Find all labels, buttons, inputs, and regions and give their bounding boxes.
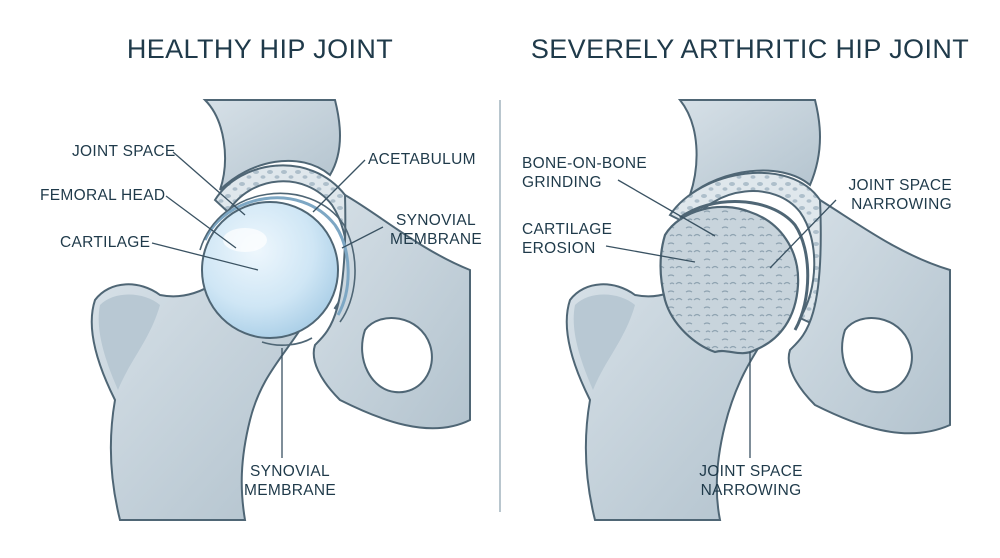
arthritic-joint-space [679, 200, 810, 331]
title-healthy-hip-joint: HEALTHY HIP JOINT [126, 34, 394, 64]
arthritic-femoral-head [659, 205, 800, 355]
label-joint-space-narrowing-upper: JOINT SPACE NARROWING [840, 176, 952, 214]
arthritic-hip-drawing [565, 99, 951, 521]
healthy-hip-drawing [90, 99, 471, 521]
healthy-femoral-head [201, 201, 339, 339]
arthritic-pelvis-lower [787, 198, 951, 435]
healthy-obturator-foramen [361, 317, 433, 394]
label-joint-space-narrowing-lower: JOINT SPACE NARROWING [695, 462, 807, 500]
title-arthritic-hip-joint: SEVERELY ARTHRITIC HIP JOINT [530, 34, 970, 64]
label-narrowing-upper-line1: JOINT SPACE [848, 177, 952, 194]
label-synovial-membrane-lower: SYNOVIAL MEMBRANE [240, 462, 340, 500]
arthritic-obturator-foramen [841, 317, 913, 394]
healthy-ilium [202, 99, 341, 191]
label-femoral-head: FEMORAL HEAD [40, 187, 166, 204]
label-acetabulum: ACETABULUM [368, 151, 476, 168]
label-cartilage: CARTILAGE [60, 234, 151, 251]
label-synovial-lower-line1: SYNOVIAL [250, 463, 330, 480]
arthritic-ilium [677, 99, 821, 199]
label-narrowing-lower-line2: NARROWING [700, 482, 802, 499]
label-bone-on-bone-grinding: BONE-ON-BONE GRINDING [522, 154, 647, 192]
label-narrowing-lower-line1: JOINT SPACE [699, 463, 803, 480]
label-bone-on-bone-line2: GRINDING [522, 174, 602, 191]
label-cartilage-erosion-line2: EROSION [522, 240, 596, 257]
label-narrowing-upper-line2: NARROWING [851, 196, 952, 213]
label-bone-on-bone-line1: BONE-ON-BONE [522, 155, 648, 172]
healthy-synovial-ring [199, 192, 356, 347]
label-cartilage-erosion: CARTILAGE EROSION [522, 220, 612, 258]
healthy-leader-lines [151, 151, 384, 458]
label-joint-space: JOINT SPACE [72, 143, 176, 160]
label-cartilage-erosion-line1: CARTILAGE [522, 221, 613, 238]
label-synovial-upper-line1: SYNOVIAL [396, 212, 476, 229]
arthritic-leader-lines [605, 179, 837, 458]
label-synovial-lower-line2: MEMBRANE [244, 482, 336, 499]
healthy-joint-space [203, 196, 350, 316]
label-synovial-membrane-upper: SYNOVIAL MEMBRANE [386, 211, 486, 249]
label-synovial-upper-line2: MEMBRANE [390, 231, 482, 248]
